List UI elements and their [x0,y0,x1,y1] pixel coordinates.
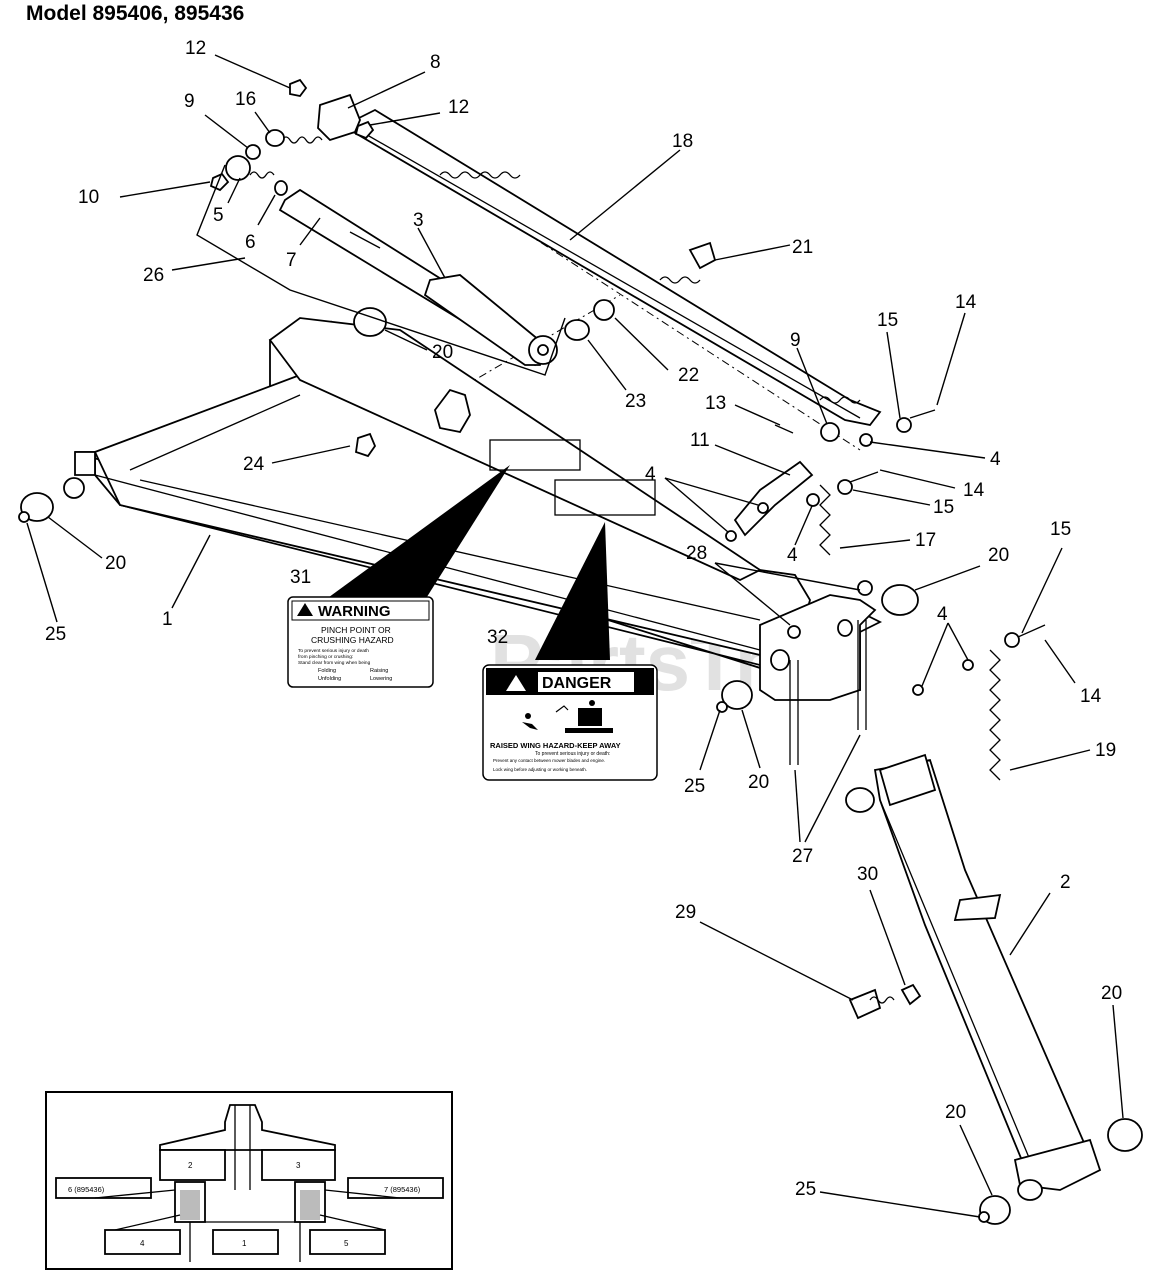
svg-text:To prevent serious injury or d: To prevent serious injury or death [298,648,369,654]
lower-arm-part [845,753,1102,1201]
callout-15a: 15 [877,310,898,331]
callout-4b: 4 [990,449,1001,470]
callout-4a: 4 [645,464,656,485]
inset-key-diagram: 2 3 6 (895436) 7 (895436) 4 1 5 [45,1091,453,1270]
svg-text:5: 5 [344,1239,349,1248]
svg-text:2: 2 [188,1161,193,1170]
callout-9a: 9 [184,91,195,112]
callout-19: 19 [1095,740,1116,761]
svg-text:To prevent serious injury or d: To prevent serious injury or death: [535,751,610,757]
callout-5: 5 [213,205,224,226]
danger-header: DANGER [542,675,612,692]
callout-25a: 25 [45,624,66,645]
callout-23: 23 [625,391,646,412]
decal-32-pointer [535,522,610,660]
svg-text:Folding: Folding [318,668,336,674]
danger-decal: DANGER RAISED WING HAZARD-KEEP AWAY To p… [482,664,658,781]
svg-text:Stand clear from wing when bei: Stand clear from wing when being [298,660,371,666]
callout-14b: 14 [963,480,985,501]
callout-20b: 20 [988,545,1009,566]
callout-7: 7 [286,250,297,271]
svg-text:6 (895436): 6 (895436) [68,1185,105,1194]
callout-21: 21 [792,237,813,258]
svg-text:7 (895436): 7 (895436) [384,1185,421,1194]
svg-text:from pinching or crushing:: from pinching or crushing: [298,654,353,660]
callout-1: 1 [162,609,173,630]
callout-16: 16 [235,89,256,110]
callout-20d: 20 [748,772,769,793]
callout-10: 10 [78,187,99,208]
main-frame-part [63,317,883,701]
callout-29: 29 [675,902,696,923]
svg-text:Prevent any contact between mo: Prevent any contact between mower blades… [493,758,605,763]
svg-text:3: 3 [296,1161,301,1170]
callout-25c: 25 [795,1179,816,1200]
callout-20c: 20 [105,553,126,574]
page-title: Model 895406, 895436 [26,2,245,25]
callout-25b: 25 [684,776,705,797]
callout-9b: 9 [790,330,801,351]
warning-line1: PINCH POINT OR [321,625,391,635]
callout-26: 26 [143,265,164,286]
leader-lines [26,54,1124,1218]
svg-text:Lowering: Lowering [370,676,392,682]
callout-4d: 4 [937,604,948,625]
danger-caption: RAISED WING HAZARD-KEEP AWAY [490,741,621,750]
callout-32: 32 [487,627,508,648]
callout-17: 17 [915,530,936,551]
callout-15b: 15 [933,497,954,518]
svg-text:4: 4 [140,1239,145,1248]
callout-18: 18 [672,131,693,152]
decal-31-pointer [325,465,510,600]
danger-triangle-icon [506,675,526,691]
warning-decal: WARNING PINCH POINT OR CRUSHING HAZARD T… [287,596,434,688]
callout-24: 24 [243,454,265,475]
callout-31: 31 [290,567,311,588]
callout-11: 11 [690,430,710,451]
cylinder-assembly-part [278,188,558,367]
callout-30: 30 [857,864,878,885]
callout-22: 22 [678,365,699,386]
callout-3: 3 [413,210,424,231]
callout-12b: 12 [448,97,469,118]
danger-pictogram-icon [522,700,613,733]
callout-4c: 4 [787,545,798,566]
callout-2: 2 [1060,872,1071,893]
svg-text:Unfolding: Unfolding [318,676,341,682]
block-part [317,93,361,142]
callout-27: 27 [792,846,813,867]
callout-20f: 20 [945,1102,966,1123]
callout-20a: 20 [432,342,453,363]
upper-link-part [348,108,882,426]
warning-line2: CRUSHING HAZARD [311,635,394,645]
callout-20e: 20 [1101,983,1122,1004]
hardware-parts [18,78,1143,1225]
callout-14a: 14 [955,292,977,313]
svg-text:Lock wing before adjusting or: Lock wing before adjusting or working be… [493,767,587,772]
callout-14c: 14 [1080,686,1102,707]
callout-28: 28 [686,543,707,564]
callout-15c: 15 [1050,519,1071,540]
callout-8: 8 [430,52,441,73]
assembly-bracket [196,164,566,376]
callout-numbers: 12 8 9 16 12 18 10 5 6 7 3 26 21 20 22 2… [45,38,1122,1200]
warning-triangle-icon [297,603,313,616]
svg-text:Raising: Raising [370,668,388,674]
callout-12a: 12 [185,38,206,59]
warning-header: WARNING [318,603,391,620]
svg-text:1: 1 [242,1239,247,1248]
callout-6: 6 [245,232,256,253]
callout-13: 13 [705,393,726,414]
